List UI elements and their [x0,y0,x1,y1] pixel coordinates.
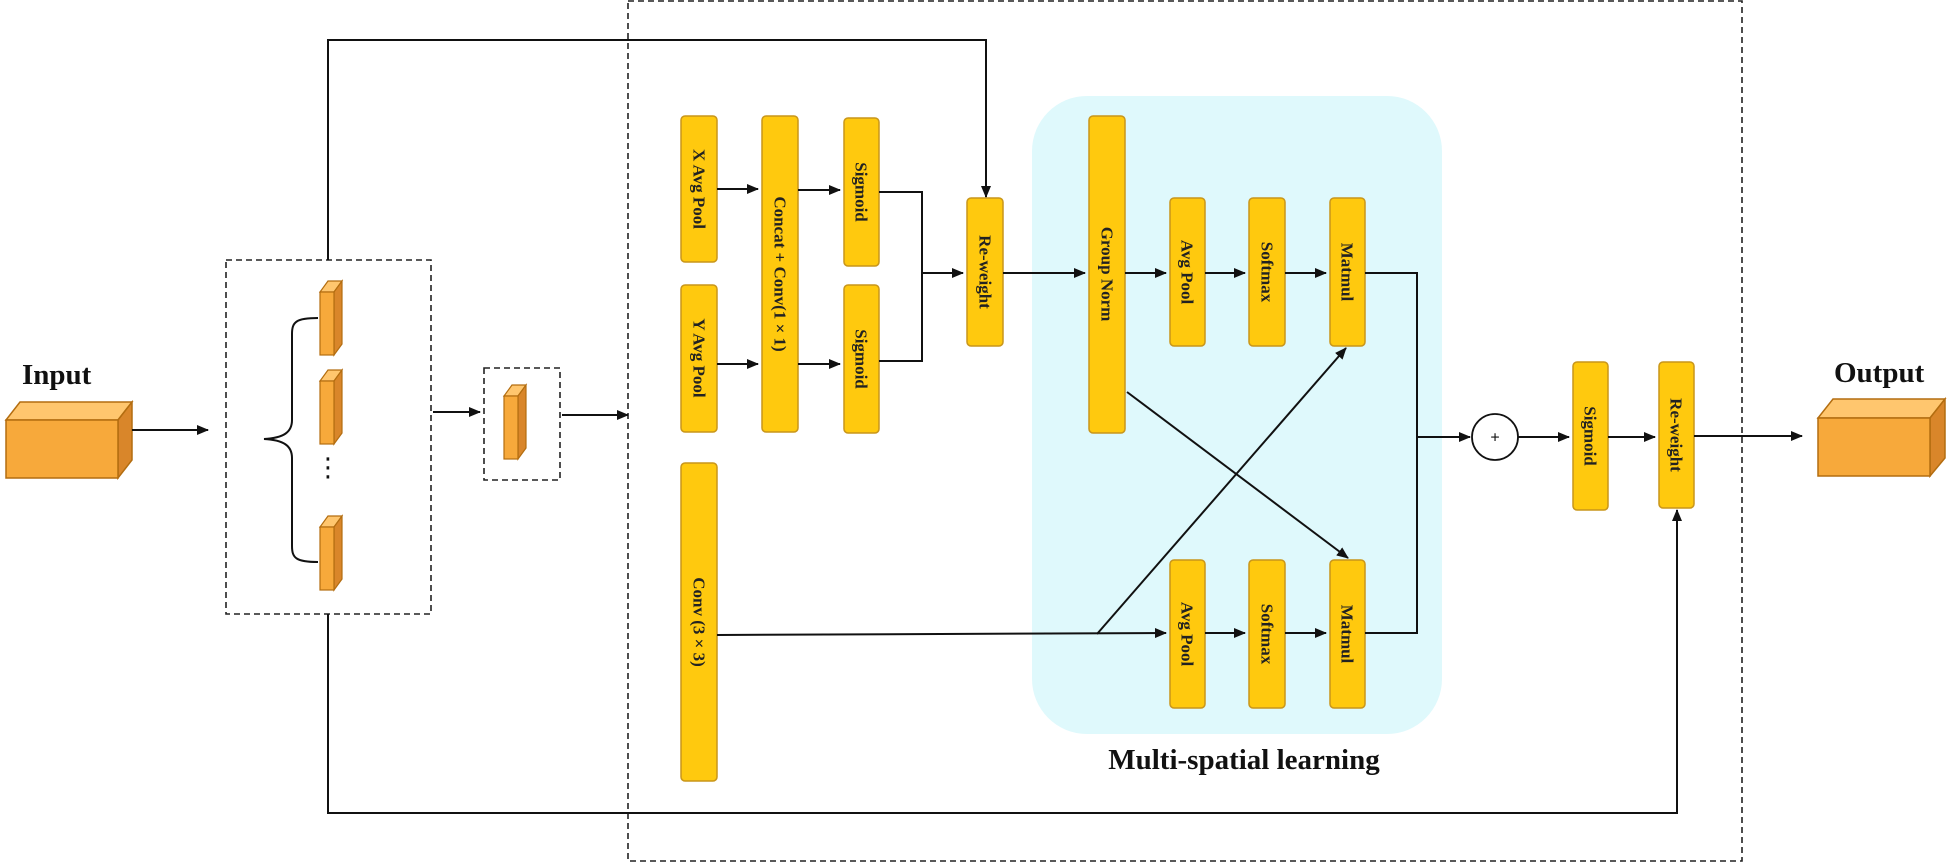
softmax-top-label: Softmax [1258,242,1277,303]
avg-pool-top-block: Avg Pool [1169,197,1206,347]
output-cube [1816,396,1947,479]
concat-conv-block: Concat + Conv(1 × 1) [761,115,799,433]
group-ellipsis: ⋮ [315,453,341,483]
avg-pool-top-label: Avg Pool [1178,240,1197,305]
sigmoid-bottom-block: Sigmoid [843,284,880,434]
sigmoid-top-label: Sigmoid [852,162,871,222]
avg-pool-bottom-label: Avg Pool [1178,602,1197,667]
sigmoid-bottom-label: Sigmoid [852,329,871,389]
softmax-bottom-label: Softmax [1258,604,1277,665]
reweight-2-block: Re-weight [1658,361,1695,509]
conv3x3-block: Conv (3 × 3) [680,462,718,782]
y-avg-pool-label: Y Avg Pool [690,318,709,398]
group-slice-1 [318,279,344,357]
concat-conv-label: Concat + Conv(1 × 1) [771,196,790,351]
group-single-frame [483,367,561,481]
softmax-bottom-block: Softmax [1248,559,1286,709]
matmul-bottom-block: Matmul [1329,559,1366,709]
x-avg-pool-block: X Avg Pool [680,115,718,263]
reweight-2-label: Re-weight [1667,398,1686,472]
group-brace [263,317,319,563]
group-norm-block: Group Norm [1088,115,1126,434]
group-slice-2 [318,368,344,446]
group-norm-label: Group Norm [1098,227,1117,322]
sum-node: + [1471,413,1519,461]
conv3x3-label: Conv (3 × 3) [690,577,709,667]
reweight-1-label: Re-weight [976,235,995,309]
output-label: Output [1834,357,1925,389]
y-avg-pool-block: Y Avg Pool [680,284,718,433]
single-slice [502,383,528,461]
sigmoid-top-block: Sigmoid [843,117,880,267]
avg-pool-bottom-block: Avg Pool [1169,559,1206,709]
matmul-bottom-label: Matmul [1338,605,1357,664]
reweight-1-block: Re-weight [966,197,1004,347]
sum-node-label: + [1490,430,1499,447]
matmul-top-block: Matmul [1329,197,1366,347]
x-avg-pool-label: X Avg Pool [690,149,709,229]
module-frame [627,0,1743,862]
connectors [132,39,1803,814]
softmax-top-block: Softmax [1248,197,1286,347]
matmul-top-label: Matmul [1338,243,1357,302]
input-cube [4,399,134,481]
multi-spatial-label: Multi-spatial learning [1108,744,1380,776]
sigmoid-final-label: Sigmoid [1581,406,1600,466]
group-slice-n [318,514,344,592]
sigmoid-final-block: Sigmoid [1572,361,1609,511]
input-label: Input [22,359,92,391]
